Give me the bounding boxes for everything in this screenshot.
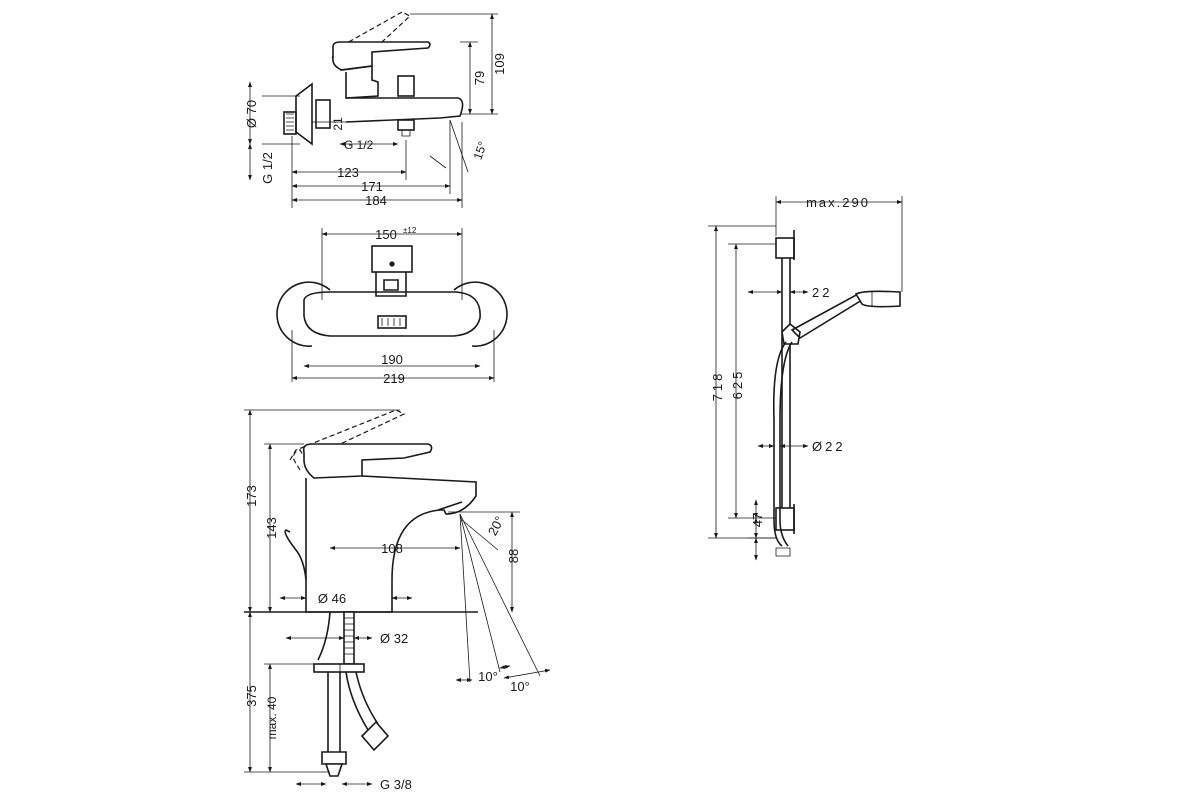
dim-max40: max. 40: [265, 696, 279, 739]
dim-g12-bottom: G 1/2: [344, 138, 374, 152]
mixer-body: [339, 65, 379, 99]
dim-22: 22: [812, 285, 832, 300]
popup-rod: [284, 529, 307, 581]
eccentric-connector: [315, 99, 331, 129]
dim-190: 190: [381, 352, 403, 367]
wall-escutcheon: [295, 82, 313, 146]
dim-109: 109: [492, 53, 507, 75]
dim-150-tolerance: ±12: [403, 226, 417, 235]
dim-g38: G 3/8: [380, 777, 412, 792]
dim-d70: Ø 70: [244, 100, 259, 128]
basin-mixer: 173 143 88 108 20° Ø 46 Ø 32 375 max. 40…: [244, 409, 551, 792]
shower-head: [854, 290, 901, 308]
dim-108: 108: [381, 541, 403, 556]
dim-10deg-a: 10°: [478, 669, 498, 684]
dim-150: 150: [375, 227, 397, 242]
hose-outlet: [397, 119, 415, 131]
dim-143: 143: [264, 517, 279, 539]
dim-10deg-b: 10°: [510, 679, 530, 694]
dim-20deg: 20°: [485, 514, 507, 538]
supply-hose-2: [345, 671, 379, 731]
dim-47: 47: [750, 513, 765, 527]
escutcheon-right: [453, 281, 508, 347]
dim-15deg: 15°: [471, 140, 490, 162]
dim-184: 184: [365, 193, 387, 208]
dim-718: 718: [710, 371, 725, 402]
dim-88: 88: [506, 549, 521, 563]
diverter-knob: [397, 75, 415, 97]
dim-d32: Ø 32: [380, 631, 408, 646]
hose-nut-1: [321, 751, 347, 765]
top-bracket: [775, 237, 795, 259]
wall-thread: [283, 111, 297, 135]
dim-max290: max.290: [806, 195, 870, 210]
dim-375: 375: [244, 685, 259, 707]
dim-173: 173: [244, 485, 259, 507]
top-outlet: [377, 315, 407, 329]
mounting-plate: [313, 663, 365, 673]
bath-mixer-side-view: 109 79 Ø 70 G 1/2 21 G 1/2 15° 123 171 1…: [244, 11, 507, 208]
top-body: [303, 291, 481, 337]
basin-lever-raised: [289, 409, 406, 461]
top-diverter: [371, 245, 413, 273]
dim-d22: Ø22: [812, 439, 846, 454]
supply-hose-1: [327, 672, 341, 752]
hose-nut-2: [360, 720, 390, 752]
basin-lever: [302, 443, 433, 479]
bath-mixer-top-view: 150 ±12 190 219: [276, 226, 508, 386]
dim-171: 171: [361, 179, 383, 194]
spout: [345, 97, 464, 123]
lever: [332, 41, 431, 71]
fixing-rod: [343, 611, 355, 665]
bottom-bracket: [775, 507, 795, 531]
escutcheon-left: [276, 281, 331, 347]
dim-79: 79: [472, 71, 487, 85]
hose: [772, 341, 793, 547]
rail: [781, 258, 791, 508]
popup-linkage: [317, 611, 331, 661]
dim-219: 219: [383, 371, 405, 386]
dim-21: 21: [331, 117, 345, 131]
shower-rail: max.290 718 625 22 Ø22 47: [708, 195, 903, 561]
dim-g12-side: G 1/2: [260, 152, 275, 184]
hand-shower: [790, 292, 864, 340]
dim-625: 625: [730, 369, 745, 400]
dim-123: 123: [337, 165, 359, 180]
dim-d46: Ø 46: [318, 591, 346, 606]
